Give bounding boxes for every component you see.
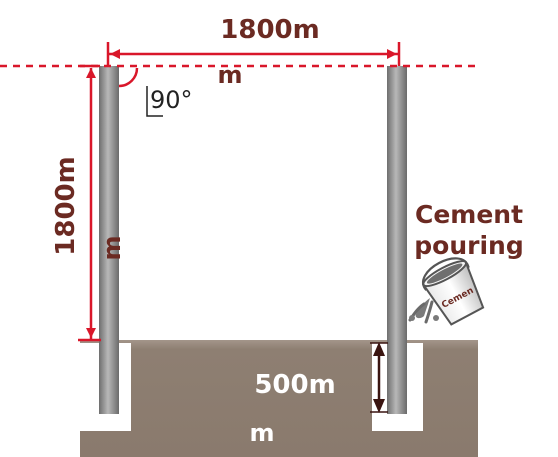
top-dimension-label-unit: m bbox=[217, 61, 242, 89]
top-dim-arrow-right bbox=[387, 49, 397, 59]
left-dim-arrow-bottom bbox=[86, 328, 96, 338]
depth-arrow-bottom bbox=[373, 399, 385, 413]
depth-label: 500m bbox=[254, 370, 335, 400]
top-dimension-label: 1800m bbox=[220, 15, 319, 45]
top-dim-arrow-left bbox=[110, 49, 120, 59]
depth-arrow-top bbox=[373, 342, 385, 356]
cement-pouring-label-line2: pouring bbox=[414, 231, 523, 260]
angle-arc bbox=[118, 67, 139, 88]
left-post bbox=[99, 66, 119, 414]
angle-label: 90° bbox=[150, 86, 193, 114]
left-dimension-label: 1800m bbox=[51, 156, 81, 255]
cement-spill bbox=[408, 298, 439, 324]
left-dim-arrow-top bbox=[86, 68, 96, 78]
cement-bucket-icon: Cemen bbox=[422, 257, 485, 326]
cement-pouring-label-line1: Cement bbox=[415, 200, 523, 229]
right-post bbox=[387, 66, 407, 414]
left-dimension-label-unit: m bbox=[98, 235, 126, 260]
right-angle-mark bbox=[146, 86, 163, 117]
depth-label-unit: m bbox=[249, 419, 274, 447]
